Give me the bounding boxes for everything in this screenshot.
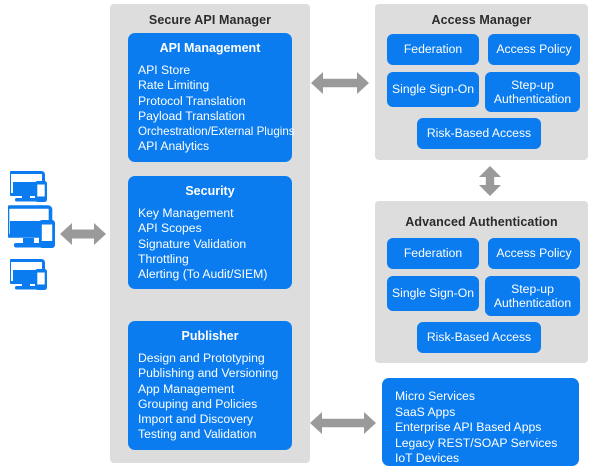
list-item: Throttling [138, 251, 189, 266]
access-manager-single-sign-on-button[interactable]: Single Sign-On [387, 72, 479, 107]
api-management-box[interactable]: API Management API Store Rate Limiting P… [128, 33, 295, 162]
list-item: Enterprise API Based Apps [395, 420, 542, 434]
publisher-list: Design and Prototyping Publishing and Ve… [128, 343, 292, 443]
arrow-access-manager-to-advanced-authentication [477, 166, 503, 196]
security-title: Security [185, 184, 235, 198]
secure-api-manager-title: Secure API Manager [148, 13, 272, 27]
secure-api-manager-panel: Secure API Manager API Management API St… [110, 4, 310, 463]
advanced-authentication-title: Advanced Authentication [405, 215, 558, 229]
advanced-authentication-step-up-authentication-button[interactable]: Step-up Authentication [485, 276, 580, 316]
advanced-authentication-panel: Advanced Authentication Federation Acces… [375, 201, 588, 363]
list-item: Key Management [138, 206, 234, 220]
arrow-publisher-to-services [310, 410, 376, 436]
list-item: Import and Discovery [138, 412, 254, 427]
list-item: App Management [138, 381, 235, 396]
access-manager-federation-button[interactable]: Federation [387, 34, 479, 65]
list-item: Grouping and Policies [138, 396, 258, 411]
list-item: SaaS Apps [395, 404, 456, 419]
advanced-authentication-federation-button[interactable]: Federation [387, 238, 479, 269]
list-item: Rate Limiting [138, 78, 210, 93]
desktop-and-mobile-icon [10, 171, 47, 202]
list-item: Signature Validation [138, 236, 247, 251]
list-item: Alerting (To Audit/SIEM) [138, 267, 268, 282]
publisher-title: Publisher [181, 329, 239, 343]
list-item: Protocol Translation [138, 93, 246, 108]
services-box[interactable]: Micro Services SaaS Apps Enterprise API … [382, 378, 579, 466]
advanced-authentication-access-policy-button[interactable]: Access Policy [488, 238, 580, 269]
list-item: Orchestration/External Plugins [138, 125, 295, 139]
desktop-and-mobile-icon [10, 259, 47, 290]
access-manager-step-up-authentication-button[interactable]: Step-up Authentication [485, 72, 580, 112]
security-list: Key Management API Scopes Signature Vali… [128, 198, 292, 282]
list-item: Micro Services [395, 389, 475, 403]
list-item: API Store [138, 63, 191, 77]
access-manager-panel: Access Manager Federation Access Policy … [375, 4, 588, 160]
desktop-and-mobile-icon-stack [10, 171, 47, 202]
security-box[interactable]: Security Key Management API Scopes Signa… [128, 176, 292, 289]
access-manager-access-policy-button[interactable]: Access Policy [488, 34, 580, 65]
publisher-box[interactable]: Publisher Design and Prototyping Publish… [128, 321, 292, 450]
list-item: API Analytics [138, 139, 210, 154]
services-list: Micro Services SaaS Apps Enterprise API … [382, 378, 579, 467]
list-item: Publishing and Versioning [138, 366, 279, 381]
arrow-secure-api-manager-to-access-manager [311, 70, 369, 96]
client-device-bottom [10, 258, 58, 298]
access-manager-risk-based-access-button[interactable]: Risk-Based Access [417, 118, 541, 149]
api-management-list: API Store Rate Limiting Protocol Transla… [128, 55, 295, 155]
list-item: Design and Prototyping [138, 351, 265, 365]
access-manager-title: Access Manager [431, 13, 532, 27]
api-management-title: API Management [159, 41, 261, 55]
list-item: Payload Translation [138, 108, 246, 123]
advanced-authentication-risk-based-access-button[interactable]: Risk-Based Access [417, 322, 541, 353]
client-device-primary [8, 205, 63, 273]
client-devices-group [10, 170, 58, 282]
arrow-clients-to-secure-api-manager [60, 220, 106, 248]
list-item: API Scopes [138, 221, 202, 236]
list-item: Legacy REST/SOAP Services [395, 435, 558, 450]
list-item: IoT Devices [395, 451, 460, 465]
list-item: Testing and Validation [138, 427, 257, 442]
desktop-and-mobile-icon [8, 205, 55, 248]
advanced-authentication-single-sign-on-button[interactable]: Single Sign-On [387, 276, 479, 311]
